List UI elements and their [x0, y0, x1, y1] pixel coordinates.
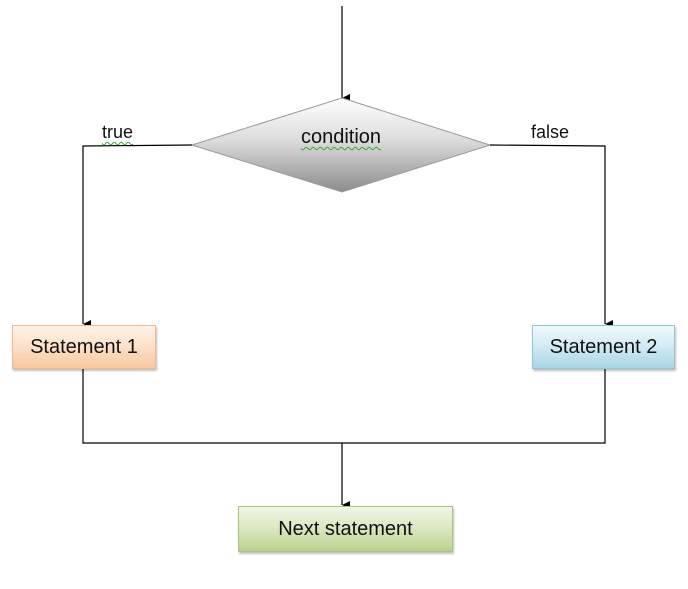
false-label: false: [531, 122, 570, 142]
statement-2-label: Statement 2: [549, 335, 658, 358]
true-text: true: [102, 122, 134, 142]
false-branch-connector: [489, 144, 613, 328]
condition-text: condition: [300, 126, 382, 148]
statement-2-box: Statement 2: [532, 325, 675, 369]
true-label: true: [102, 122, 133, 143]
merge-connector: [82, 369, 606, 444]
statement-1-label: Statement 1: [30, 335, 138, 358]
true-branch-connector: [82, 144, 193, 328]
statement-1-box: Statement 1: [12, 325, 156, 369]
next-statement-box: Next statement: [238, 506, 453, 552]
condition-label: condition: [192, 126, 490, 149]
condition-diamond: [190, 97, 492, 193]
next-statement-label: Next statement: [278, 517, 413, 540]
